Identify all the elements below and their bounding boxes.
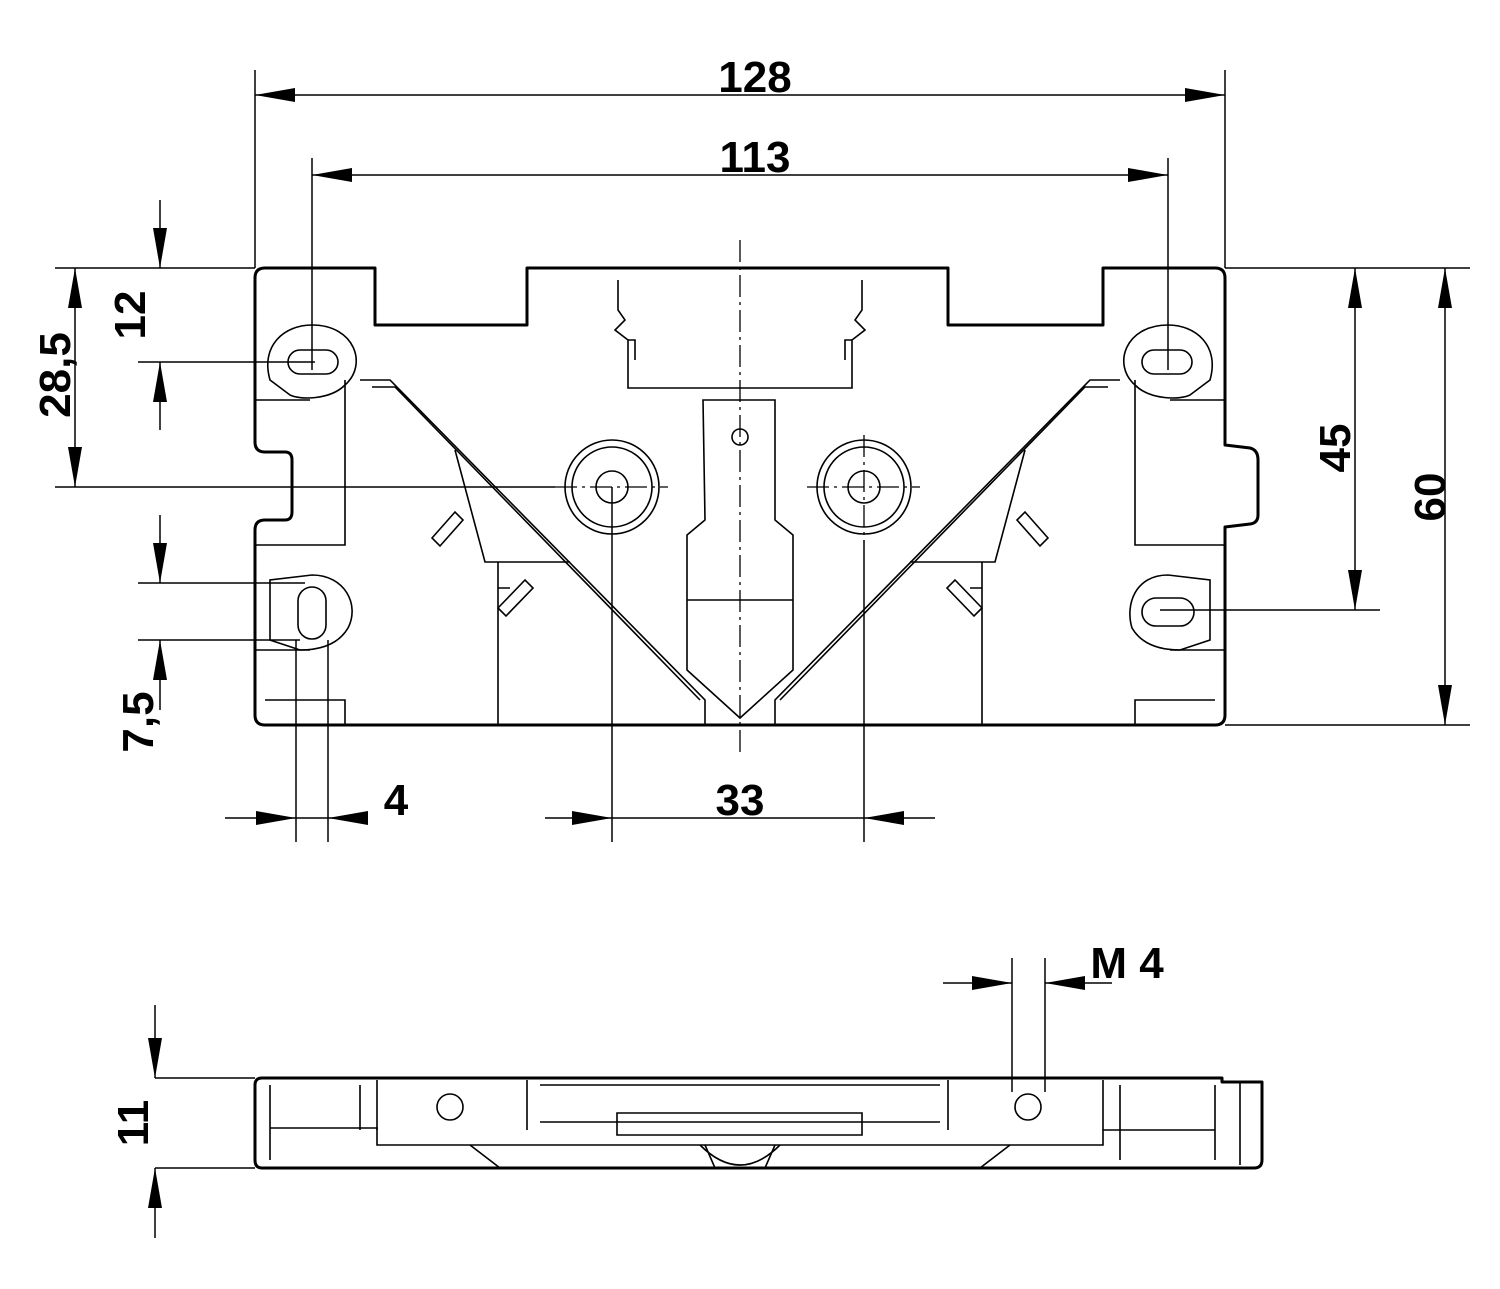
top-view-outline (253, 266, 1260, 727)
dim-slot-width: 4 (384, 776, 409, 825)
dim-slot-length: 7,5 (114, 691, 163, 752)
inner-structure (255, 280, 1225, 725)
dim-center-offset-top: 28,5 (31, 332, 80, 418)
dim-thickness: 11 (109, 1100, 158, 1147)
side-view: 11 M 4 (109, 939, 1264, 1238)
dim-overall-width: 128 (718, 53, 791, 102)
center-lines (555, 240, 920, 755)
dim-slot-offset-top: 12 (106, 291, 155, 340)
side-view-outline (253, 1076, 1264, 1170)
dim-hole-spacing-width: 113 (720, 133, 791, 182)
top-view: 128 113 12 28,5 7,5 4 (31, 53, 1470, 842)
dim-slot-vertical-spacing: 45 (1311, 424, 1360, 473)
dim-boss-spacing: 33 (716, 776, 765, 825)
side-view-details (269, 1080, 1241, 1169)
dimensions: 128 113 12 28,5 7,5 4 (31, 53, 1470, 842)
dim-overall-height: 60 (1406, 473, 1455, 522)
dim-thread: M 4 (1090, 939, 1164, 988)
side-dimensions: 11 M 4 (109, 939, 1164, 1238)
